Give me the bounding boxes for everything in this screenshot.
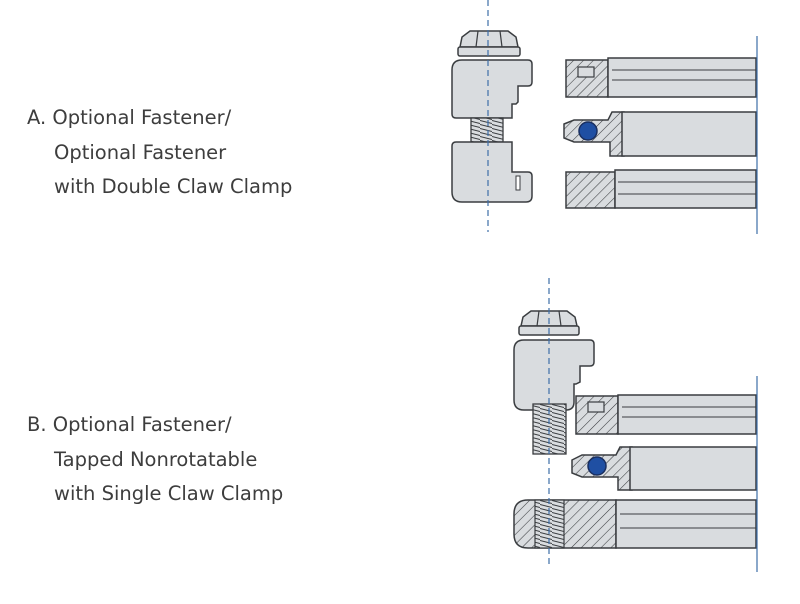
label-b-line2: Tapped Nonrotatable [54,447,258,471]
label-b-line1: B. Optional Fastener/ [27,413,232,436]
hex-nut-a [457,30,521,57]
lower-flange-a [565,169,757,209]
label-b-line3: with Single Claw Clamp [54,482,284,505]
upper-flange-b [575,394,757,435]
label-a-line1: A. Optional Fastener/ [27,106,232,129]
o-ring-a [578,121,598,141]
assembly-b [513,278,758,572]
upper-flange-a [565,57,757,98]
assembly-a [451,0,758,234]
upper-claw-a [451,59,533,119]
hex-nut-b [518,310,580,336]
seal-ring-a [563,111,757,157]
label-a-line3: with Double Claw Clamp [54,175,293,198]
label-b: B. Optional Fastener/ Tapped Nonrotatabl… [27,408,283,512]
lower-claw-a [451,141,533,203]
label-a-line2: Optional Fastener [54,140,227,164]
seal-ring-b [571,446,757,491]
single-claw-b [513,339,595,411]
threaded-stud-a [470,117,504,143]
label-a: A. Optional Fastener/ Optional Fastener … [27,101,292,205]
tapped-flange-b [513,499,757,549]
o-ring-b [587,456,607,476]
